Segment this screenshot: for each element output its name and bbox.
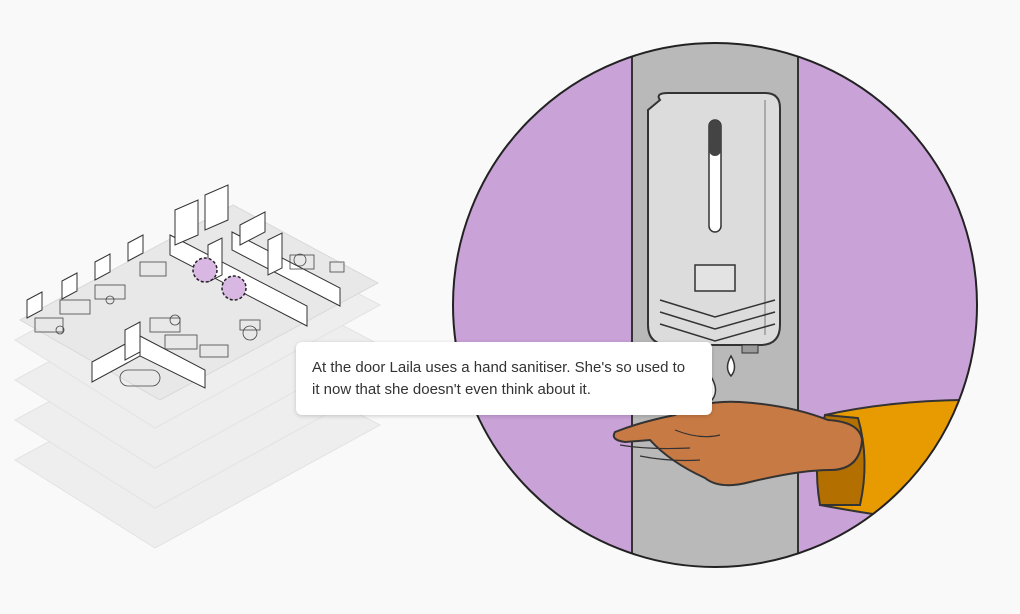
office-floor [18, 184, 380, 401]
hand-sanitiser-dispenser-icon [647, 92, 781, 354]
caption-text: At the door Laila uses a hand sanitiser.… [312, 359, 686, 398]
sanitiser-scene [452, 42, 978, 568]
highlight-marker-1 [192, 257, 218, 283]
highlight-marker-2 [221, 275, 247, 301]
caption-card: At the door Laila uses a hand sanitiser.… [296, 342, 712, 415]
floor-plan-illustration [14, 184, 382, 549]
hand-icon [612, 400, 864, 487]
scene-circle-outline [452, 42, 978, 568]
